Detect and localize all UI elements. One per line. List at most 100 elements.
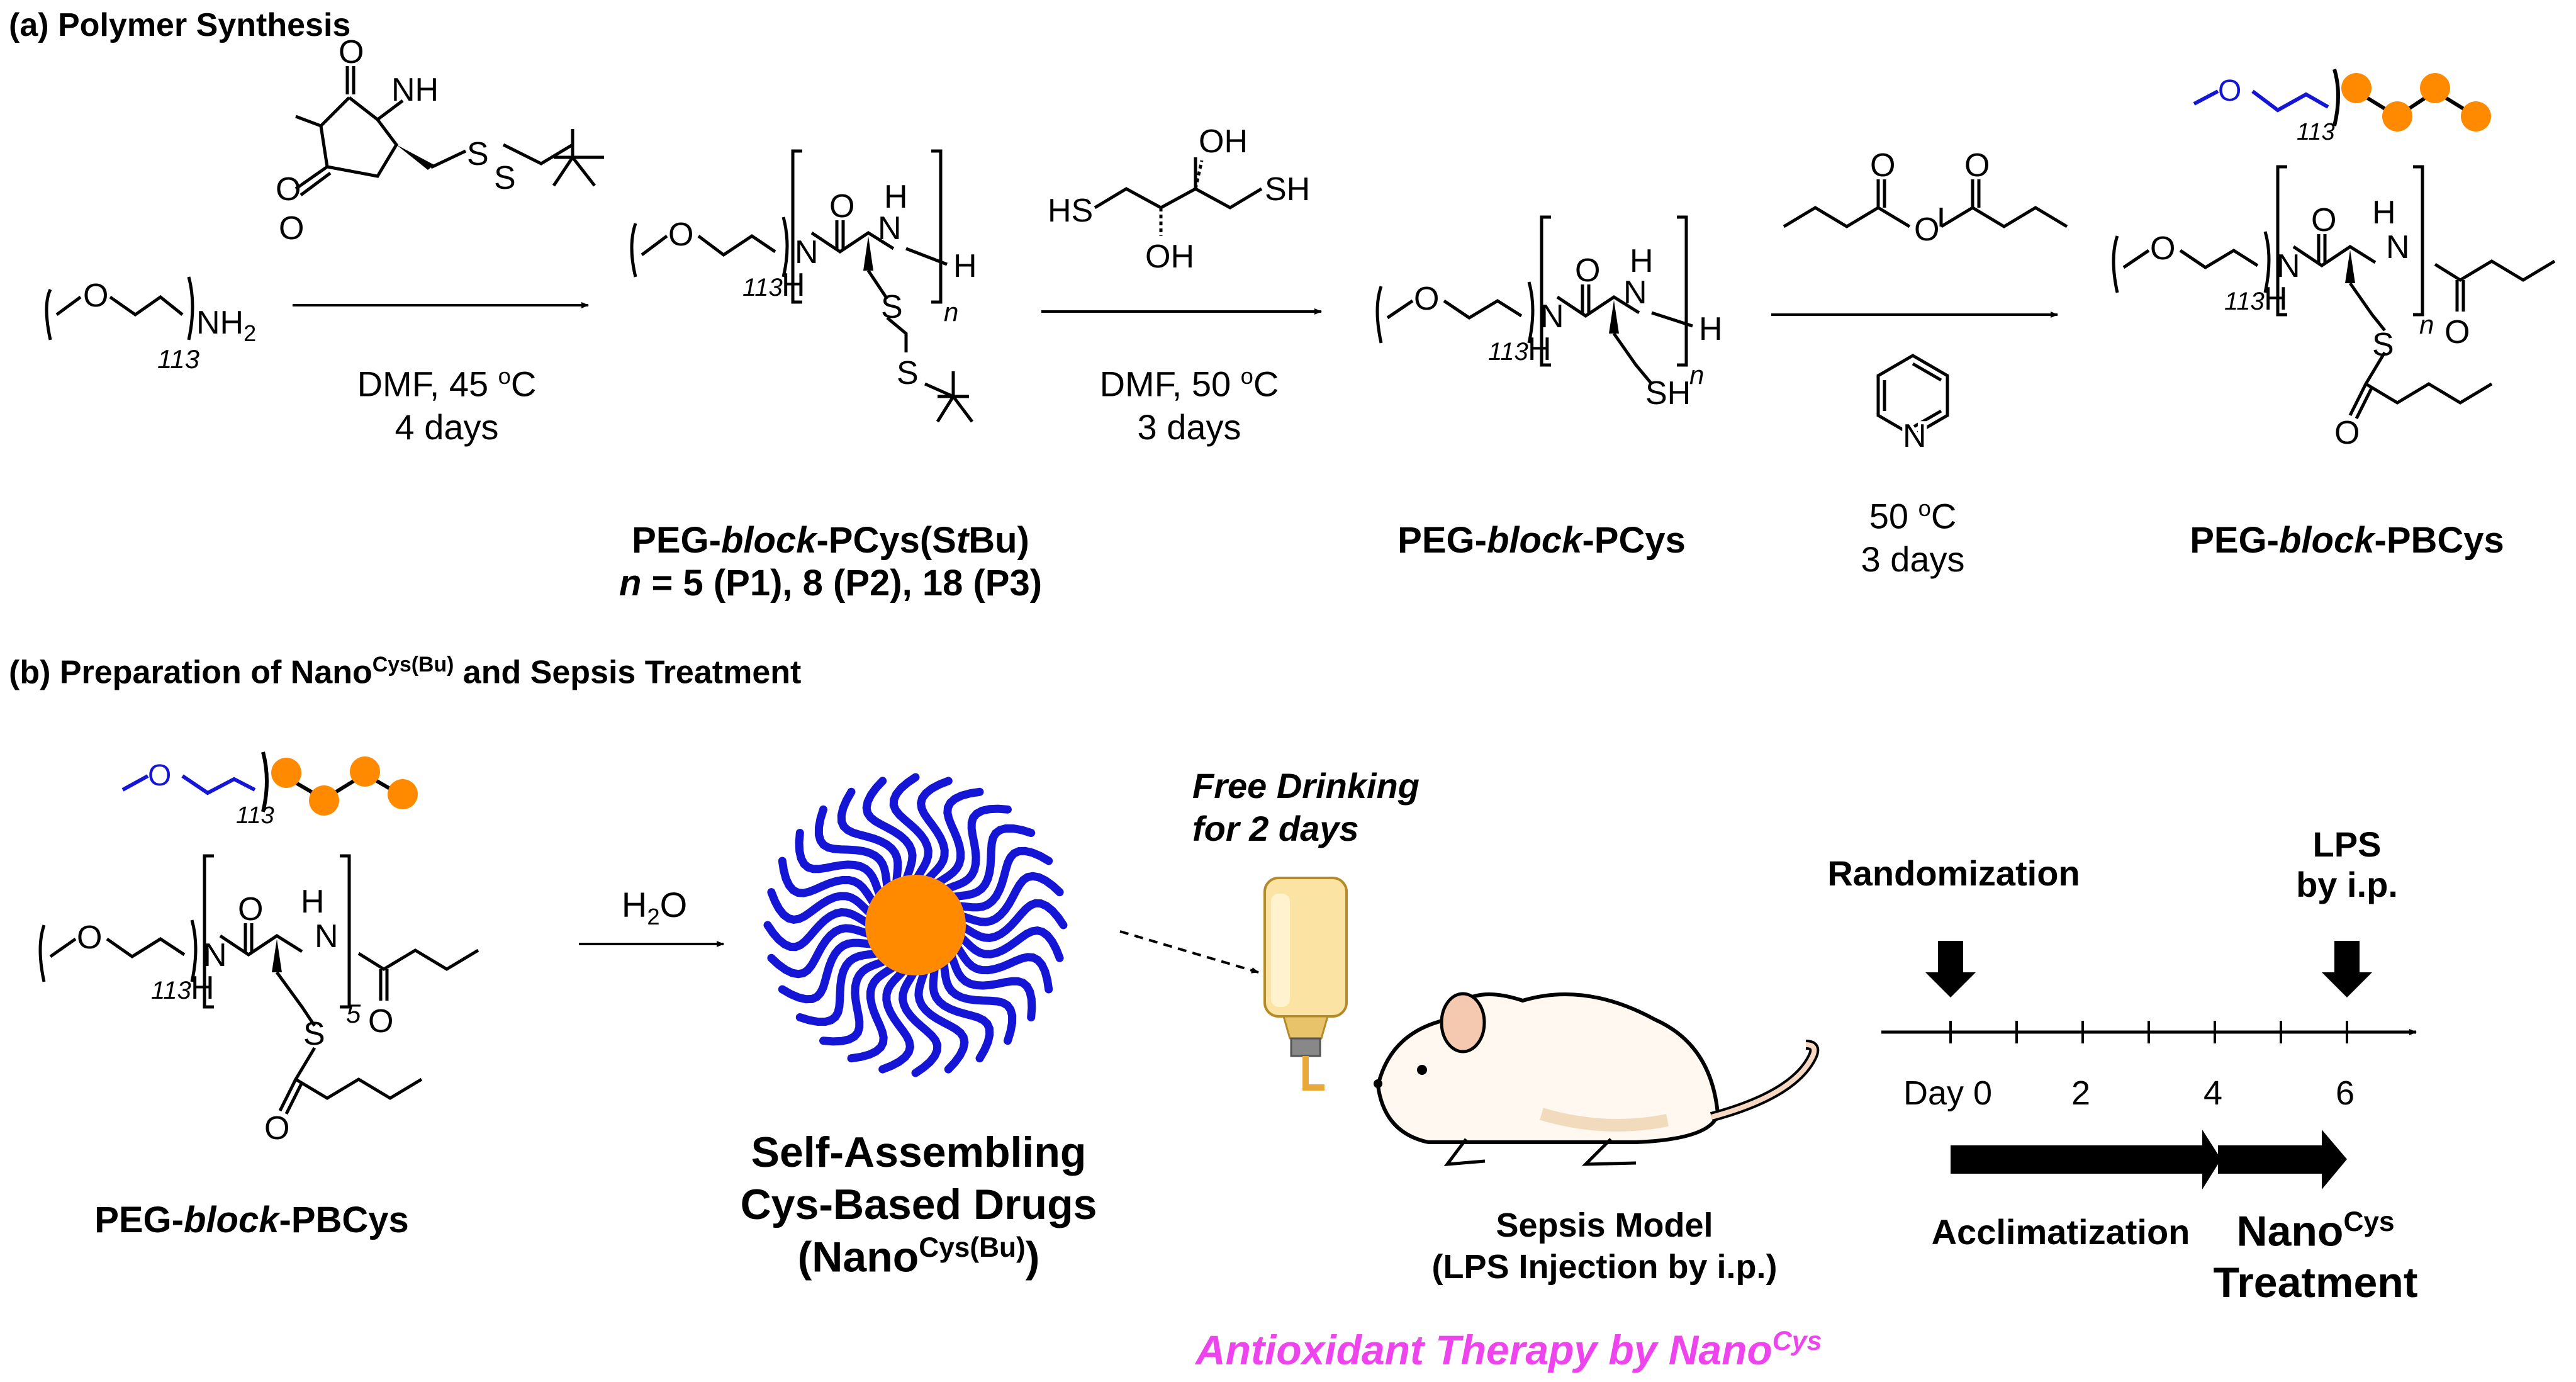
pbcys-b-o-thio: O <box>264 1110 289 1147</box>
tick-label-day0: Day 0 <box>1903 1074 1993 1112</box>
dtt-reagent-structure <box>1094 157 1263 236</box>
dtt-sh: SH <box>1265 171 1310 208</box>
mouse-illustration <box>1374 992 1820 1166</box>
micelle-peg-arm <box>763 908 876 952</box>
pbcys-b-n: N <box>203 937 227 974</box>
step3-temp: 50 <box>1869 496 1918 536</box>
micelle-core <box>865 875 966 975</box>
pcys-h: H <box>781 267 805 303</box>
drink-line2: for 2 days <box>1192 809 1359 849</box>
anhydride-reagent-structure <box>1783 179 2068 228</box>
micelle-peg-arm <box>847 960 901 1063</box>
micelle-peg-arm <box>916 777 953 887</box>
pbcys-a-h: H <box>2264 281 2288 317</box>
pcys-o-peg: O <box>668 216 693 253</box>
lps-arrow-icon <box>2322 941 2372 997</box>
pbcys-a-nh: N <box>2386 229 2410 266</box>
step2-conditions: DMF, 50 oC 3 days <box>1070 363 1309 447</box>
micelle-peg-arm <box>814 805 892 895</box>
pbcys-b-s: S <box>303 1016 325 1052</box>
tick-label-2: 2 <box>2071 1074 2091 1112</box>
model-line1: Sepsis Model <box>1496 1206 1713 1244</box>
micelle-peg-arm <box>778 938 880 1004</box>
pcys2-n-sub: n <box>1689 360 1704 390</box>
panel-a-title: (a) Polymer Synthesis <box>9 7 351 43</box>
treatment-arrow-icon <box>2218 1130 2347 1189</box>
micelle-peg-arm <box>899 965 942 1077</box>
pcys-n: N <box>795 234 819 271</box>
polymer-cartoon-a: O 113 <box>2193 69 2491 145</box>
step1-unit: C <box>510 364 537 404</box>
step3-unit: C <box>1930 496 1957 536</box>
pcys2-nh-h: H <box>1630 243 1654 279</box>
acclimatization-arrow-icon <box>1951 1130 2221 1189</box>
pbcys-b-h: H <box>191 970 215 1006</box>
step2-degree: o <box>1240 363 1253 389</box>
nano-label: Self-Assembling Cys-Based Drugs (NanoCys… <box>680 1126 1158 1284</box>
nca-s1: S <box>467 136 489 172</box>
micelle-peg-arm <box>929 960 994 1063</box>
micelle-peg-arm <box>795 948 885 1026</box>
pbcys-a-113: 113 <box>2224 288 2265 315</box>
pbcys-a-nh-h: H <box>2372 194 2396 231</box>
step1-solvent: DMF, 45 <box>357 364 498 404</box>
product1-label: PEG-block-PCys(StBu) n = 5 (P1), 8 (P2),… <box>604 522 1057 602</box>
pcys-nh: N <box>878 210 902 247</box>
peg-nh2-structure <box>45 276 194 340</box>
pcys-s2: S <box>897 355 919 391</box>
pbcys-b-label: PEG-block-PBCys <box>94 1199 409 1240</box>
nano-line3: (NanoCys(Bu)) <box>797 1232 1040 1281</box>
water-bottle-icon <box>1263 877 1348 1091</box>
micelle-illustration <box>763 773 1068 1077</box>
lps-line2: by i.p. <box>2296 865 2398 905</box>
treatment-label: NanoCys Treatment <box>2190 1205 2441 1309</box>
pbcys-a-o-carbonyl: O <box>2311 202 2336 239</box>
micelle-peg-arm <box>778 857 880 911</box>
micelle-peg-arm <box>946 948 1036 1021</box>
model-line2: (LPS Injection by i.p.) <box>1431 1247 1778 1286</box>
drink-label: Free Drinking for 2 days <box>1192 765 1420 851</box>
micelle-peg-arm <box>930 787 984 890</box>
panel-b-title: (b) Preparation of NanoCys(Bu) and Sepsi… <box>9 653 802 691</box>
pyridine-structure <box>1876 354 1949 437</box>
micelle-peg-arm <box>954 926 1064 962</box>
pbcys-structure-b <box>38 854 479 1115</box>
pcys2-n: N <box>1540 298 1564 335</box>
micelle-peg-arm <box>878 963 915 1074</box>
arrow-dashed-to-bottle <box>1119 930 1259 974</box>
nano-line2: Cys-Based Drugs <box>740 1180 1097 1228</box>
pbcys-b-o-peg: O <box>77 919 102 956</box>
drink-line1: Free Drinking <box>1192 766 1420 806</box>
anhydride-o-right: O <box>1964 147 1990 184</box>
nca-nh: NH <box>391 72 439 108</box>
tick-label-6: 6 <box>2336 1074 2355 1112</box>
micelle-peg-arm <box>819 955 892 1046</box>
cartoon-a-113: 113 <box>2297 119 2335 145</box>
pcys2-o-carbonyl: O <box>1575 252 1600 289</box>
dtt-oh-top: OH <box>1199 123 1248 160</box>
step2-time: 3 days <box>1137 407 1241 447</box>
nca-reagent-structure <box>294 66 604 197</box>
step3-time: 3 days <box>1861 539 1965 579</box>
pcys-structure <box>1375 215 1693 385</box>
step2-solvent: DMF, 50 <box>1099 364 1241 404</box>
pbcys-a-o-end: O <box>2444 314 2470 351</box>
treatment-line1: NanoCys <box>2236 1206 2395 1256</box>
therapy-label: Antioxidant Therapy by NanoCys <box>1196 1326 1822 1373</box>
nca-o-left: O <box>279 210 304 247</box>
h2o-label: H2O <box>621 885 688 930</box>
nca-o-ring: O <box>276 171 301 208</box>
pcys-113: 113 <box>742 274 783 301</box>
nano-line1: Self-Assembling <box>751 1128 1087 1176</box>
model-label: Sepsis Model (LPS Injection by i.p.) <box>1384 1205 1825 1288</box>
pcys-nh-h: H <box>884 179 908 215</box>
cartoon-a-o: O <box>2218 74 2241 108</box>
product3-label: PEG-block-PBCys <box>2190 520 2504 561</box>
anhydride-o-left: O <box>1870 147 1895 184</box>
acclimatization-label: Acclimatization <box>1931 1212 2190 1252</box>
timeline <box>1881 941 2417 1189</box>
randomization-arrow-icon <box>1925 941 1976 997</box>
product2-label: PEG-block-PCys <box>1397 520 1686 561</box>
pcys2-end-h: H <box>1699 311 1723 347</box>
